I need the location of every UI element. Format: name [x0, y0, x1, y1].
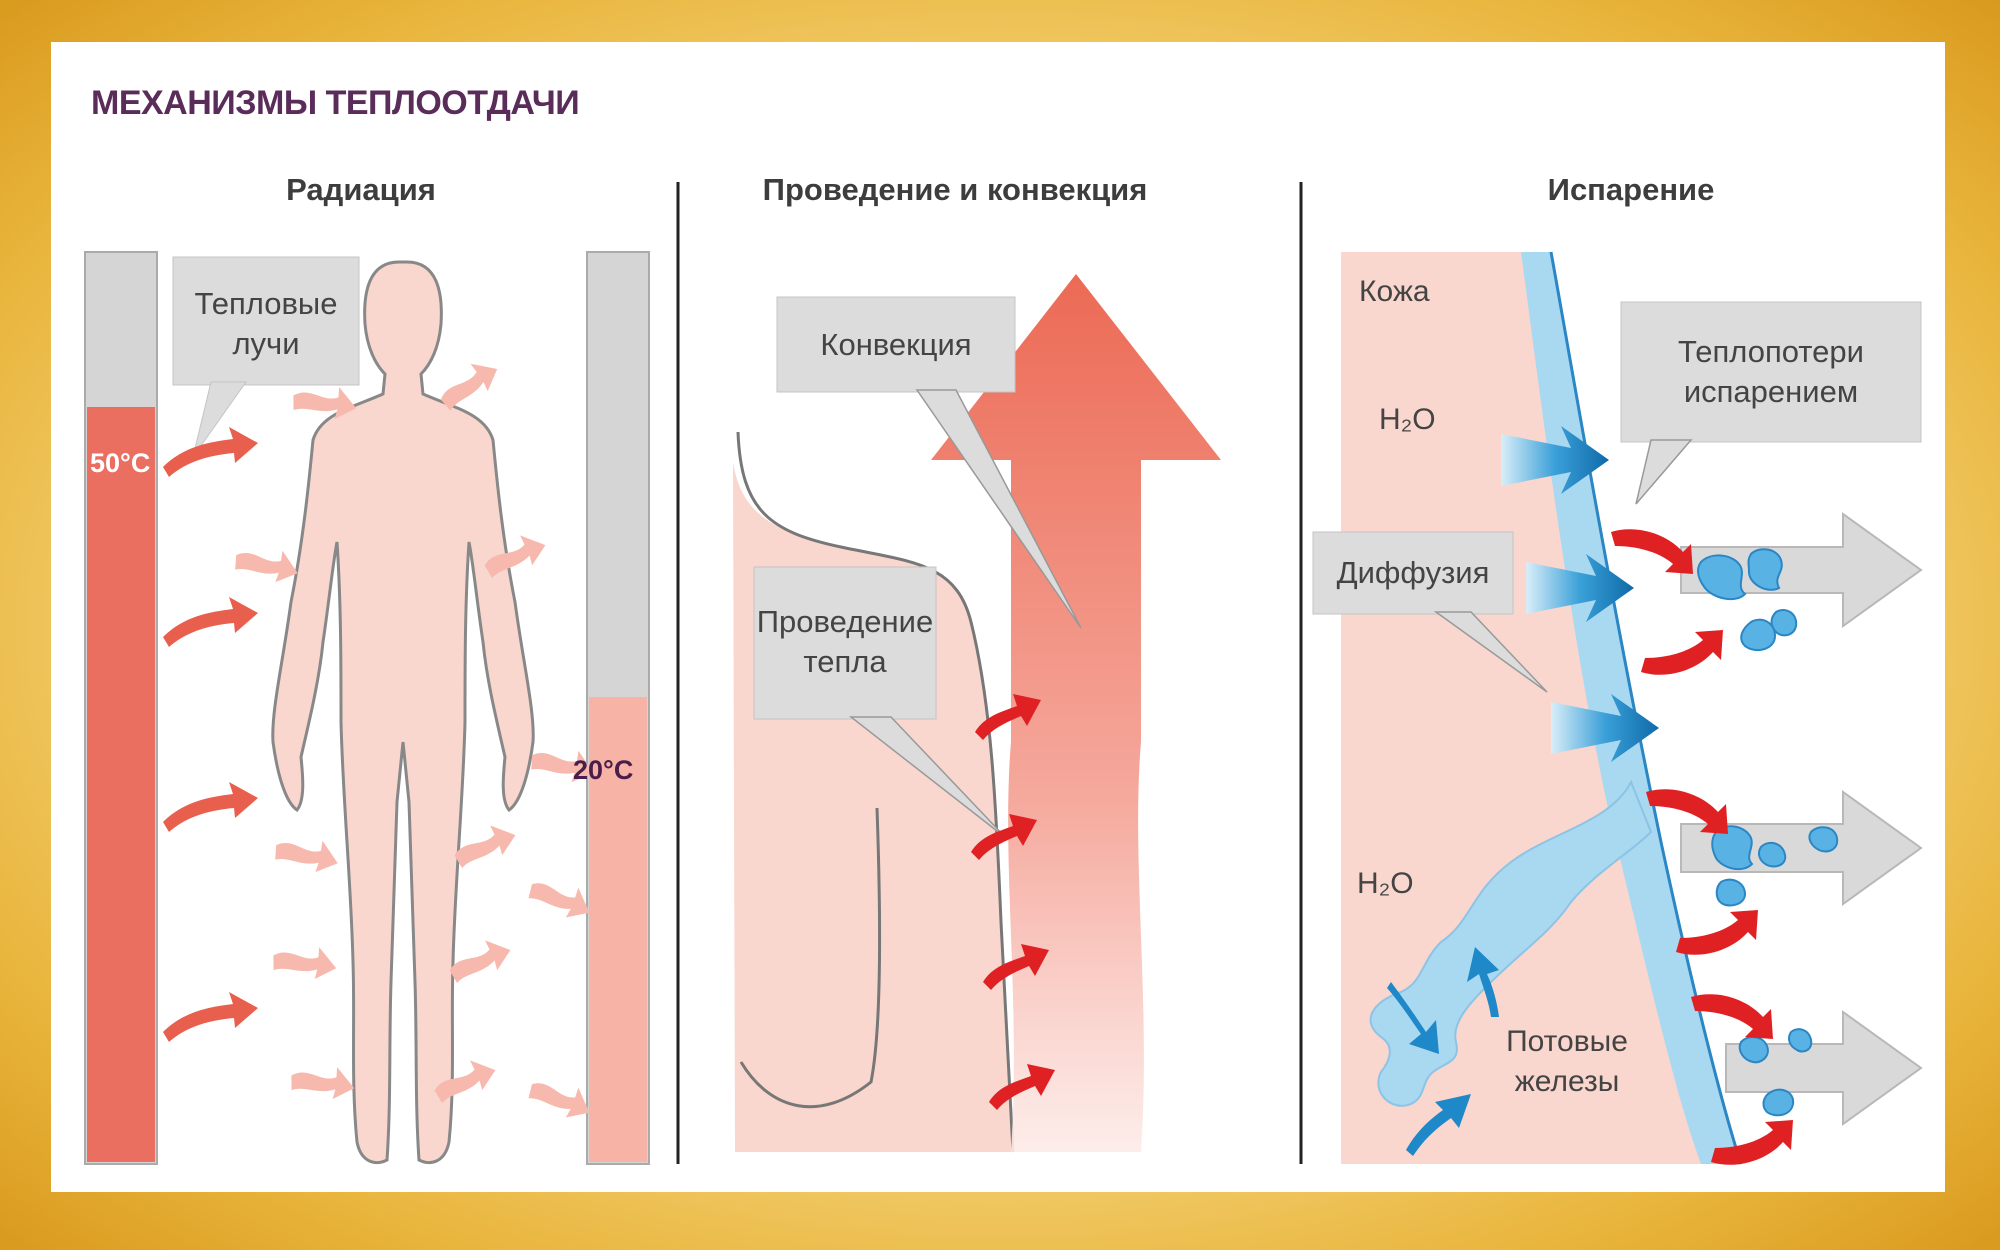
body-heat-arrow: [287, 1056, 359, 1106]
body-heat-arrow: [271, 826, 344, 881]
heat-rays-callout: [172, 256, 360, 386]
evaporation-heat-arrow: [1676, 910, 1758, 955]
cold-temperature: 20°C: [573, 755, 634, 785]
sweat-glands-line-2: железы: [1514, 1065, 1620, 1098]
vapour-arrow: [1680, 512, 1923, 628]
body-heat-arrow: [269, 936, 341, 986]
hot-temperature: 50°C: [90, 448, 151, 478]
sweat-glands-label: Потовые железы: [1487, 1022, 1647, 1102]
gland-water-arrow: [1406, 1094, 1471, 1156]
conduction-line-2: тепла: [803, 644, 887, 679]
hot-thermometer-fill: [87, 407, 155, 1162]
skin-label: Кожа: [1359, 275, 1430, 308]
conduction-label: Проведение тепла: [754, 602, 936, 682]
conduction-callout: [753, 566, 937, 720]
heat-transfer-diagram: [84, 182, 1923, 1165]
gland-water-arrow: [1387, 982, 1439, 1054]
diffusion-label: Диффузия: [1336, 555, 1490, 590]
heat-rays-label: Тепловые лучи: [173, 284, 359, 364]
skin-tissue: [1341, 252, 1726, 1164]
vapour-arrow: [1680, 790, 1923, 906]
evaporation-loss-line-1: Теплопотери: [1678, 334, 1864, 369]
conduction-line-1: Проведение: [756, 604, 934, 639]
vapour-arrow: [1725, 1010, 1923, 1126]
convection-callout: [776, 296, 1016, 393]
vapour-droplets: [1697, 548, 1839, 1117]
diffusion-callout: [1312, 531, 1514, 615]
body-heat-arrow: [231, 536, 304, 591]
evaporation-heat-arrow: [1641, 630, 1723, 675]
radiation-title: Радиация: [286, 172, 436, 207]
conduction-section: [733, 274, 1221, 1153]
evaporation-loss-line-2: испарением: [1683, 374, 1859, 409]
evaporation-section: [1312, 251, 1923, 1165]
convection-arrow: [931, 274, 1221, 1152]
evaporation-title: Испарение: [1547, 172, 1715, 207]
diagram-title: МЕХАНИЗМЫ ТЕПЛООТДАЧИ: [91, 84, 580, 122]
conduction-convection-title: Проведение и конвекция: [762, 172, 1148, 207]
heat-rays-line-2: лучи: [232, 326, 300, 361]
evaporation-loss-callout: [1620, 301, 1922, 443]
evaporation-loss-label: Теплопотери испарением: [1621, 332, 1921, 412]
diagram-panel: МЕХАНИЗМЫ ТЕПЛООТДАЧИ Радиация Проведени…: [51, 42, 1945, 1192]
sweat-gland: [1369, 779, 1653, 1107]
cold-thermometer-fill: [589, 697, 647, 1162]
heat-rays-line-1: Тепловые: [194, 286, 338, 321]
gland-water-arrow: [1467, 947, 1499, 1017]
heat-ray-arrow: [163, 597, 258, 647]
heat-ray-arrow: [163, 782, 258, 832]
convection-label: Конвекция: [820, 327, 972, 362]
radiation-section: [84, 251, 650, 1165]
evaporation-heat-arrow: [1611, 529, 1693, 574]
human-body-figure: [271, 260, 535, 1165]
h2o-gland-label: H₂O: [1357, 867, 1414, 900]
heat-ray-arrow: [163, 427, 258, 477]
h2o-label: H₂O: [1379, 403, 1436, 436]
sweat-glands-line-1: Потовые: [1506, 1025, 1628, 1058]
heat-ray-arrow: [163, 992, 258, 1042]
